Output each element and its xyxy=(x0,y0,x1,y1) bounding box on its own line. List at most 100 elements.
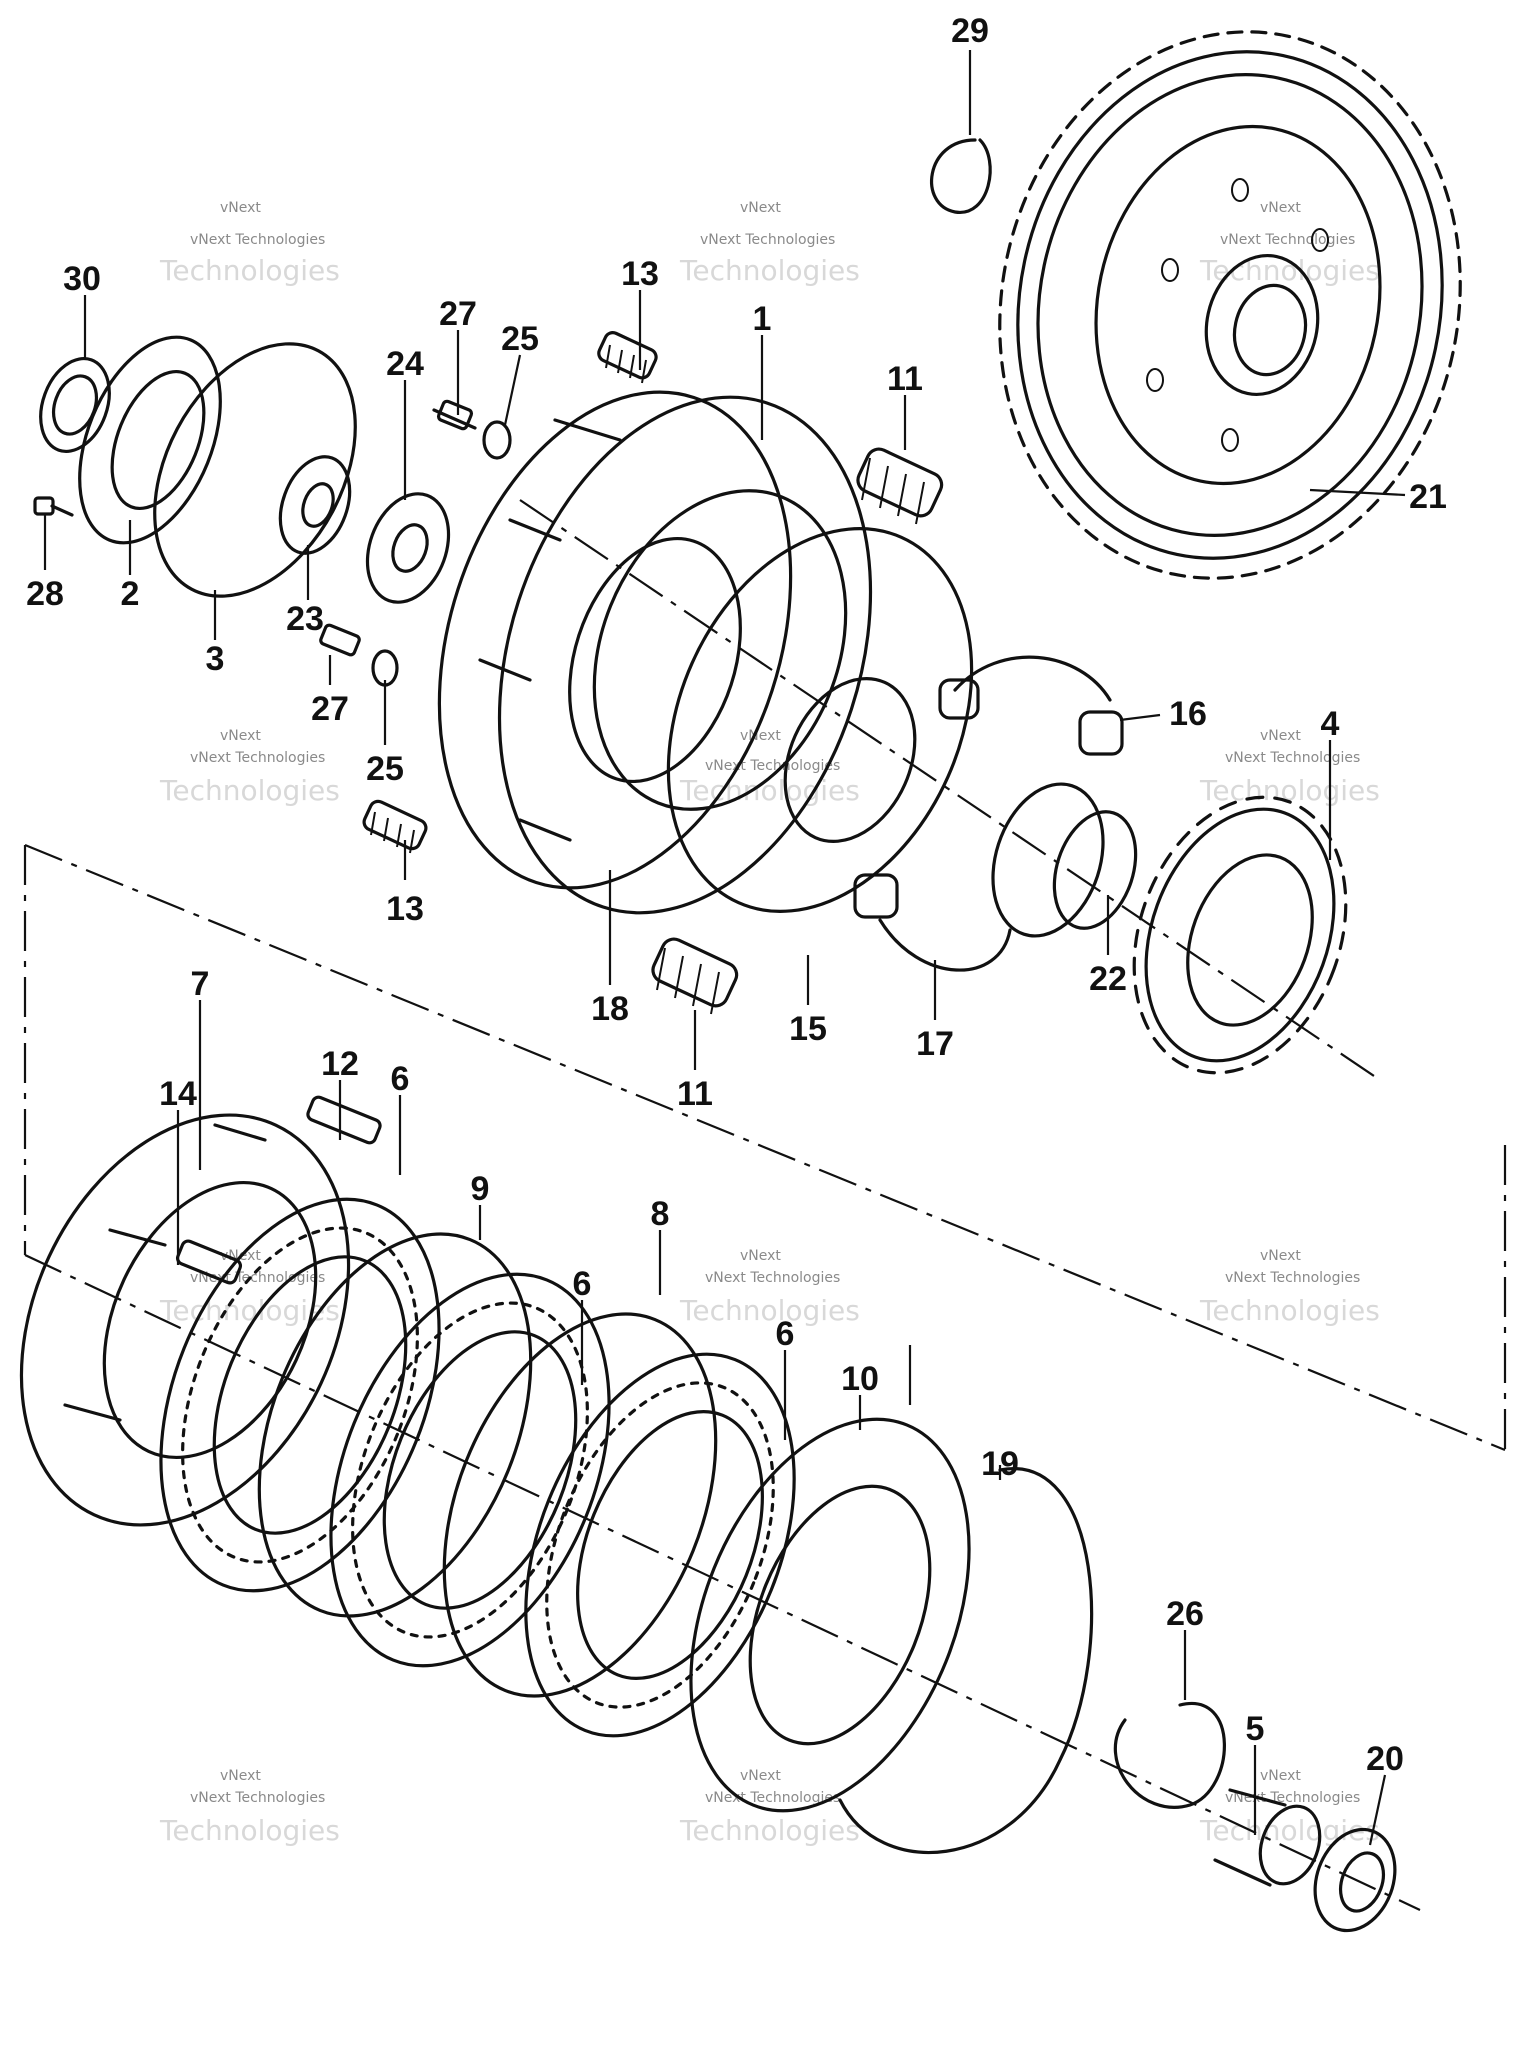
assembly-axis-lines xyxy=(23,499,1507,1911)
spring-body xyxy=(856,447,944,518)
part-number-label: 24 xyxy=(386,345,424,383)
housing-rim xyxy=(497,395,873,915)
collar-end xyxy=(1258,1804,1322,1886)
watermark: Technologies vNext vNext Technologies xyxy=(159,728,340,807)
part-number-label: 13 xyxy=(386,890,424,928)
leader-line xyxy=(1309,488,1406,497)
svg-text:Technologies: Technologies xyxy=(159,1814,340,1847)
svg-text:Technologies: Technologies xyxy=(679,1814,860,1847)
leader-lines xyxy=(43,50,1406,1846)
svg-text:vNext Technologies: vNext Technologies xyxy=(1220,232,1355,248)
part-number-label: 30 xyxy=(63,260,101,298)
housing-bore xyxy=(568,536,742,784)
cover-plate-inner xyxy=(110,369,206,511)
disc-lining xyxy=(545,1381,775,1709)
gear-hub xyxy=(1204,253,1320,397)
part-number-label: 15 xyxy=(789,1010,827,1048)
screw-body xyxy=(319,623,361,657)
part-number-label: 25 xyxy=(366,750,404,788)
svg-text:vNext: vNext xyxy=(740,200,781,216)
watermark: Technologies vNext vNext Technologies xyxy=(679,728,860,807)
svg-text:vNext: vNext xyxy=(220,728,261,744)
gear-rim xyxy=(1016,50,1444,560)
bearing-inner xyxy=(51,374,99,436)
housing-front xyxy=(437,390,793,890)
part-number-label: 25 xyxy=(501,320,539,358)
clutch-plate-b xyxy=(689,1417,971,1813)
clutch-spring-lower xyxy=(362,799,428,854)
gear-hole xyxy=(1231,178,1249,202)
part-number-label: 18 xyxy=(591,990,629,1028)
bolt xyxy=(33,496,74,517)
part-number-label: 5 xyxy=(1246,1710,1265,1748)
driven-gear xyxy=(998,30,1462,580)
lock-washer xyxy=(365,492,451,604)
disc-inner xyxy=(382,1330,578,1610)
disc-outer xyxy=(329,1272,611,1668)
svg-text:vNext: vNext xyxy=(1260,1248,1301,1264)
part-number-label: 14 xyxy=(159,1075,197,1113)
part-number-label: 17 xyxy=(916,1025,954,1063)
disc-lining xyxy=(181,1226,419,1564)
friction-disc xyxy=(159,1197,441,1593)
clutch-lugs xyxy=(1132,795,1348,1075)
gasket xyxy=(153,342,357,598)
svg-text:Technologies: Technologies xyxy=(679,254,860,287)
disc-outer xyxy=(524,1352,796,1738)
part-number-label: 6 xyxy=(776,1315,795,1353)
collar-body xyxy=(1213,1788,1287,1887)
clutch-spring-upper xyxy=(597,331,658,384)
part-number-label: 27 xyxy=(439,295,477,333)
roller xyxy=(938,678,980,720)
watermark: Technologies vNext vNext Technologies xyxy=(1199,200,1380,287)
washer-inner xyxy=(1338,1851,1386,1913)
part-number-label: 20 xyxy=(1366,1740,1404,1778)
drive-gear-hub xyxy=(991,782,1138,938)
plate-hub xyxy=(783,677,917,843)
washer-upper xyxy=(482,420,512,460)
svg-text:vNext: vNext xyxy=(740,1248,781,1264)
svg-text:vNext: vNext xyxy=(1260,728,1301,744)
watermark: Technologies vNext vNext Technologies xyxy=(159,200,340,287)
bolt-shank xyxy=(50,504,74,517)
leader-line xyxy=(1119,713,1161,722)
svg-text:Technologies: Technologies xyxy=(679,1294,860,1327)
part-number-callouts: 1 2 3 4 5 6 6 6 7 8 9 10 11 11 12 13 13 … xyxy=(26,12,1447,1778)
part-number-label: 12 xyxy=(321,1045,359,1083)
plate-b-outer xyxy=(689,1417,971,1813)
weight-spring-lower xyxy=(651,937,739,1015)
svg-text:vNext: vNext xyxy=(1260,1768,1301,1784)
part-number-label: 13 xyxy=(621,255,659,293)
bearing xyxy=(39,356,111,454)
svg-text:vNext Technologies: vNext Technologies xyxy=(705,1790,840,1806)
axis-line xyxy=(24,1254,1421,1911)
washer-ring xyxy=(482,420,512,460)
svg-text:vNext Technologies: vNext Technologies xyxy=(1225,1270,1360,1286)
roller xyxy=(1078,710,1124,756)
part-number-label: 19 xyxy=(981,1445,1019,1483)
lock-nut-outer xyxy=(278,455,352,555)
snap-ring-small xyxy=(1113,1701,1226,1809)
disc-inner xyxy=(576,1410,764,1680)
spring-coils xyxy=(370,811,415,854)
svg-text:vNext Technologies: vNext Technologies xyxy=(705,758,840,774)
watermark: Technologies vNext vNext Technologies xyxy=(159,1768,340,1847)
bolt-head xyxy=(33,496,55,516)
spring-coils xyxy=(605,344,647,384)
pressure-plate-studs xyxy=(63,1123,267,1422)
plate-outline xyxy=(666,527,974,913)
washer-lower xyxy=(371,649,399,687)
clutch-outer-housing xyxy=(437,390,873,915)
clutch-plate xyxy=(442,1312,718,1698)
stud xyxy=(175,1239,243,1285)
part-number-label: 10 xyxy=(841,1360,879,1398)
screw-lower xyxy=(319,623,361,657)
gear-hole xyxy=(1311,228,1329,252)
retaining-wire xyxy=(838,1467,1094,1855)
svg-text:vNext Technologies: vNext Technologies xyxy=(190,750,325,766)
leader-line xyxy=(503,354,522,426)
part-number-label: 6 xyxy=(391,1060,410,1098)
garter-spring-upper xyxy=(953,655,1112,702)
svg-text:Technologies: Technologies xyxy=(1199,254,1380,287)
lock-washer-outer xyxy=(365,492,451,604)
